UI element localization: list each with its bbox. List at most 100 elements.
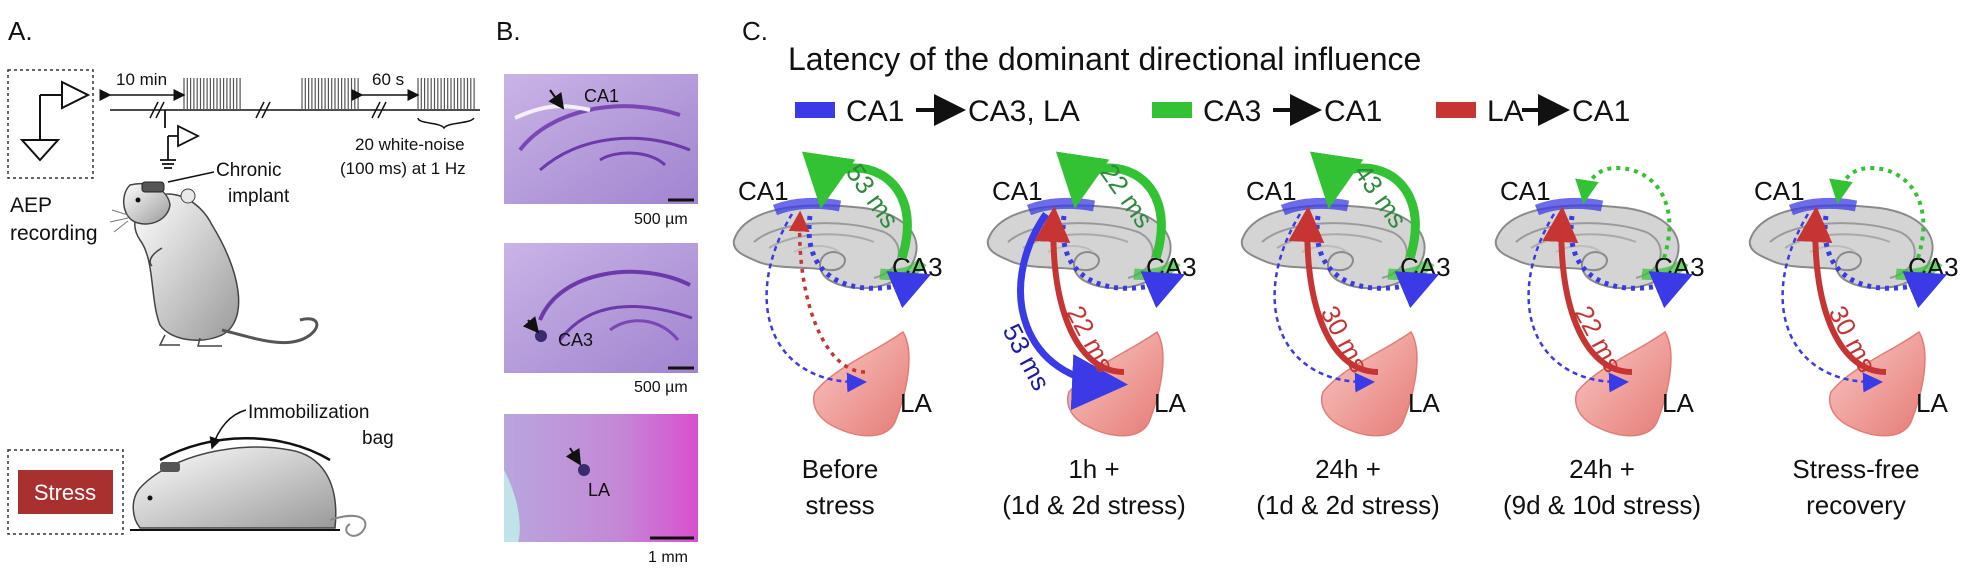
histology-label-ca1: CA1 xyxy=(584,86,619,106)
scale-label-1: 500 µm xyxy=(634,211,688,228)
scale-label-3: 1 mm xyxy=(648,549,688,566)
condition-caption-line1: 1h + xyxy=(1068,454,1119,484)
legend-from-3: LA xyxy=(1487,95,1524,128)
noise-pulse-trains xyxy=(183,78,475,110)
arrow-ca1-to-ca3 xyxy=(806,215,932,309)
arrow-ca1-to-la xyxy=(765,213,867,393)
stress-button[interactable] xyxy=(18,470,113,514)
panel-c-label: C. xyxy=(742,16,768,46)
la-label: LA xyxy=(900,388,932,418)
condition-caption-line1: 24h + xyxy=(1569,454,1635,484)
histology-image-ca1: CA1 xyxy=(504,74,698,204)
ca1-label: CA1 xyxy=(738,176,789,206)
noise-label-line2: (100 ms) at 1 Hz xyxy=(340,159,466,178)
aep-label-line1: AEP xyxy=(10,194,52,217)
arrow-la-to-ca1 xyxy=(788,210,866,374)
panel-b-label: B. xyxy=(496,16,521,46)
condition-caption-line1: 24h + xyxy=(1315,454,1381,484)
red-latency-label: 22 ms xyxy=(1569,301,1629,378)
legend-from-2: CA3 xyxy=(1203,95,1261,128)
arrow-ca1-to-ca3 xyxy=(1060,215,1186,309)
arrow-la-to-ca1 xyxy=(1288,206,1379,375)
bag-label-line1: Immobilization xyxy=(248,402,369,423)
separation-label: 60 s xyxy=(372,70,404,89)
histology-label-la: LA xyxy=(588,480,610,500)
arrow-ca3-to-ca1 xyxy=(1309,151,1420,260)
legend-to-1: CA3, LA xyxy=(968,95,1080,128)
legend-swatch-blue xyxy=(795,102,835,118)
ca1-label: CA1 xyxy=(1754,176,1805,206)
condition-caption-line2: stress xyxy=(805,490,874,520)
arrow-la-to-ca1 xyxy=(1796,206,1887,375)
pulse-brace xyxy=(417,117,475,130)
legend: CA1 CA3, LA CA3 CA1 LA CA1 xyxy=(795,94,1630,128)
arrow-ca1-to-la xyxy=(1781,213,1883,393)
ca3-label: CA3 xyxy=(1908,252,1959,282)
condition-caption-line2: (9d & 10d stress) xyxy=(1503,490,1701,520)
electrode-symbol-icon xyxy=(19,80,91,162)
arrow-ca1-to-la xyxy=(1527,213,1629,393)
stress-button-label: Stress xyxy=(34,480,96,505)
histology-image-ca3: CA3 xyxy=(504,243,698,373)
arrow-la-to-ca1 xyxy=(1034,206,1125,375)
arrow-ca1-to-ca3 xyxy=(1568,215,1694,309)
legend-to-3: CA1 xyxy=(1572,95,1630,128)
arrow-ca1-to-la xyxy=(1273,213,1375,393)
la-label: LA xyxy=(1408,388,1440,418)
ca1-label: CA1 xyxy=(1246,176,1297,206)
condition-caption-line2: (1d & 2d stress) xyxy=(1256,490,1440,520)
arrow-ca3-to-ca1 xyxy=(1575,165,1672,259)
condition-caption-line1: Before xyxy=(802,454,879,484)
noise-label-line1: 20 white-noise xyxy=(355,135,465,154)
panel-a: A. AEP recording 10 min 60 s 20 white-no… xyxy=(7,16,480,537)
legend-from-1: CA1 xyxy=(846,95,904,128)
la-label: LA xyxy=(1662,388,1694,418)
condition-caption-line2: recovery xyxy=(1806,490,1906,520)
arrow-ca3-to-ca1 xyxy=(801,151,912,260)
panel-c: C. Latency of the dominant directional i… xyxy=(732,16,1959,520)
condition-caption-line2: (1d & 2d stress) xyxy=(1002,490,1186,520)
scale-label-2: 500 µm xyxy=(634,379,688,396)
rat-immobilized-icon xyxy=(130,437,367,537)
ca1-label: CA1 xyxy=(992,176,1043,206)
panel-c-title: Latency of the dominant directional infl… xyxy=(788,41,1421,77)
implant-label-line1: Chronic xyxy=(216,160,281,181)
stress-box xyxy=(7,449,124,535)
legend-swatch-red xyxy=(1436,102,1476,118)
histology-image-la: LA xyxy=(504,414,698,542)
arrow-ca1-to-la xyxy=(1017,212,1128,411)
arrow-ca3-to-ca1 xyxy=(1829,165,1926,259)
implant-label-line2: implant xyxy=(228,186,290,207)
red-latency-label: 22 ms xyxy=(1061,301,1121,378)
implant-pointer xyxy=(167,171,215,183)
panel-b: B. CA1 500 µm CA3 500 µm xyxy=(496,16,698,566)
legend-to-2: CA1 xyxy=(1324,95,1382,128)
histology-label-ca3: CA3 xyxy=(558,330,593,350)
red-latency-label: 30 ms xyxy=(1823,301,1883,378)
condition-caption-line1: Stress-free xyxy=(1792,454,1919,484)
aep-label-line2: recording xyxy=(10,222,98,245)
la-label: LA xyxy=(1916,388,1948,418)
arrow-ca3-to-ca1 xyxy=(1055,151,1166,260)
ca3-label: CA3 xyxy=(1654,252,1705,282)
arrow-ca1-to-ca3 xyxy=(1822,215,1948,309)
interval-label: 10 min xyxy=(116,70,167,89)
arrow-la-to-ca1 xyxy=(1542,206,1633,375)
red-latency-label: 30 ms xyxy=(1315,301,1375,378)
ca1-label: CA1 xyxy=(1500,176,1551,206)
bag-pointer xyxy=(209,409,247,450)
arrow-ca1-to-ca3 xyxy=(1314,215,1440,309)
implant-symbol-icon xyxy=(160,110,201,169)
bag-label-line2: bag xyxy=(362,428,394,449)
panel-a-label: A. xyxy=(8,16,33,46)
aep-electrode-box xyxy=(7,69,94,179)
legend-swatch-green xyxy=(1152,102,1192,118)
rat-standing-icon xyxy=(109,181,319,347)
